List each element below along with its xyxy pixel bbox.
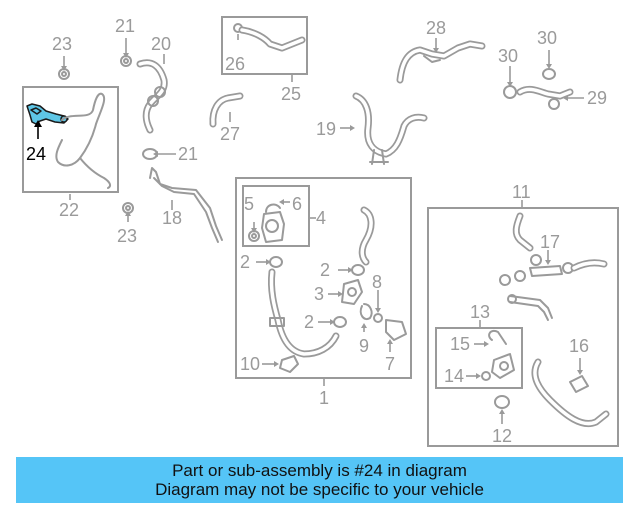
- callout-11: 11: [512, 182, 531, 202]
- part-1-pipe: [268, 268, 340, 358]
- parts-diagram: 23 21 20 24 21 22 23 18 26 25 27 28 19 3…: [22, 16, 619, 447]
- callout-13: 13: [470, 302, 490, 322]
- callout-6: 6: [292, 194, 302, 214]
- callout-7: 7: [385, 354, 395, 374]
- part-14-ring: [481, 371, 491, 381]
- callout-19: 19: [316, 119, 336, 139]
- callout-23: 23: [117, 226, 137, 246]
- callout-17: 17: [540, 232, 560, 252]
- part-24-bracket-highlighted[interactable]: [26, 103, 69, 125]
- callout-18: 18: [162, 208, 182, 228]
- callout-21: 21: [178, 144, 198, 164]
- group-box-22: [22, 86, 119, 193]
- callout-20: 20: [151, 34, 171, 54]
- part-11-hose: [512, 212, 534, 252]
- leaders: [61, 34, 584, 424]
- callout-28: 28: [426, 18, 446, 38]
- callout-26: 26: [225, 54, 245, 74]
- part-2-clamp-c: [333, 316, 347, 328]
- part-15-elbow: [488, 330, 507, 345]
- part-6-thermostat: [261, 203, 285, 243]
- group-box-25: [221, 16, 308, 75]
- callout-25: 25: [281, 84, 301, 104]
- part-2-clamp-a: [269, 256, 283, 268]
- callout-30: 30: [537, 28, 557, 48]
- info-banner: Part or sub-assembly is #24 in diagram D…: [16, 457, 623, 503]
- part-19-hose: [352, 92, 428, 165]
- part-30-clamp-2: [503, 85, 517, 99]
- callout-2: 2: [320, 260, 330, 280]
- group-box-13: [435, 327, 523, 389]
- callout-12: 12: [492, 426, 512, 446]
- callout-9: 9: [359, 336, 369, 356]
- callout-23: 23: [52, 34, 72, 54]
- callout-15: 15: [450, 334, 470, 354]
- callout-27: 27: [220, 124, 240, 144]
- part-16-hose: [531, 358, 610, 427]
- part-8-oring: [373, 313, 383, 323]
- group-box-11: [427, 207, 619, 447]
- callout-2: 2: [240, 252, 250, 272]
- callout-21: 21: [115, 16, 135, 36]
- callout-14: 14: [444, 366, 464, 386]
- group-box-4: [242, 185, 310, 247]
- callout-4: 4: [316, 208, 326, 228]
- part-11-pipe: [499, 270, 553, 321]
- banner-line-2: Diagram may not be specific to your vehi…: [155, 480, 484, 499]
- callout-29: 29: [587, 88, 607, 108]
- callout-2: 2: [304, 312, 314, 332]
- part-26-hose: [233, 23, 306, 52]
- part-2-clamp-b: [351, 264, 365, 276]
- part-12-cap: [494, 395, 510, 409]
- part-13-housing: [491, 353, 515, 379]
- callout-5: 5: [244, 194, 254, 214]
- callout-8: 8: [372, 272, 382, 292]
- part-17-tee: [529, 254, 608, 277]
- part-10-cap: [279, 355, 299, 373]
- part-3-connector: [341, 279, 363, 305]
- part-28-hose: [396, 40, 486, 84]
- part-22-hose: [55, 92, 112, 189]
- callout-16: 16: [569, 336, 589, 356]
- part-4-hose: [358, 206, 375, 266]
- arrow-24: [34, 120, 42, 127]
- part-20-hose: [136, 59, 168, 134]
- callout-labels: 23 21 20 24 21 22 23 18 26 25 27 28 19 3…: [26, 16, 607, 446]
- callout-30: 30: [498, 46, 518, 66]
- callout-10: 10: [240, 354, 260, 374]
- part-29-fitting: [516, 85, 574, 110]
- callout-24-highlighted[interactable]: 24: [26, 144, 46, 164]
- callout-22: 22: [59, 200, 79, 220]
- part-27-hose: [209, 92, 244, 128]
- callout-3: 3: [314, 284, 324, 304]
- banner-line-1: Part or sub-assembly is #24 in diagram: [172, 461, 467, 480]
- part-18-pipe: [149, 167, 223, 243]
- part-7-sensor: [385, 319, 407, 341]
- part-9-clip: [359, 303, 373, 320]
- part-30-clamp: [542, 68, 556, 80]
- callout-1: 1: [319, 388, 329, 408]
